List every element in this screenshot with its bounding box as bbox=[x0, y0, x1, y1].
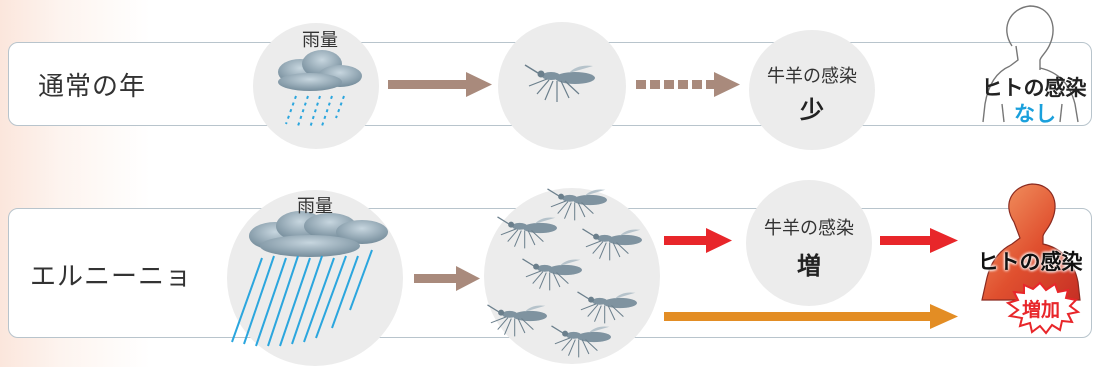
mosquito-swarm-icon bbox=[488, 189, 643, 357]
livestock-label-elnino: 牛羊の感染 bbox=[746, 214, 872, 240]
mosquito-icon-normal bbox=[525, 65, 595, 102]
arrow-mosquito-to-livestock-elnino bbox=[664, 228, 732, 253]
human-value-elnino: 増加 bbox=[1010, 295, 1072, 322]
rain-lines-elnino bbox=[232, 250, 372, 346]
rain-drops-normal bbox=[286, 96, 344, 128]
rain-label-elnino: 雨量 bbox=[285, 192, 345, 218]
arrow-livestock-to-human-elnino bbox=[880, 228, 958, 253]
livestock-value-normal: 少 bbox=[749, 90, 875, 125]
human-label-elnino: ヒトの感染 bbox=[970, 246, 1090, 276]
rain-label-normal: 雨量 bbox=[290, 26, 350, 52]
livestock-label-normal: 牛羊の感染 bbox=[749, 62, 875, 88]
arrow-rain-to-mosquito-elnino bbox=[414, 266, 480, 291]
livestock-value-elnino: 増 bbox=[746, 246, 872, 281]
arrow-dotted-mosquito-to-livestock bbox=[636, 72, 740, 97]
arrow-rain-to-mosquito-normal bbox=[388, 72, 492, 97]
arrow-mosquito-to-human-elnino bbox=[664, 304, 958, 329]
person-infected-icon bbox=[982, 184, 1080, 300]
cloud-icon-normal bbox=[278, 50, 362, 91]
human-value-normal: なし bbox=[1000, 98, 1070, 128]
